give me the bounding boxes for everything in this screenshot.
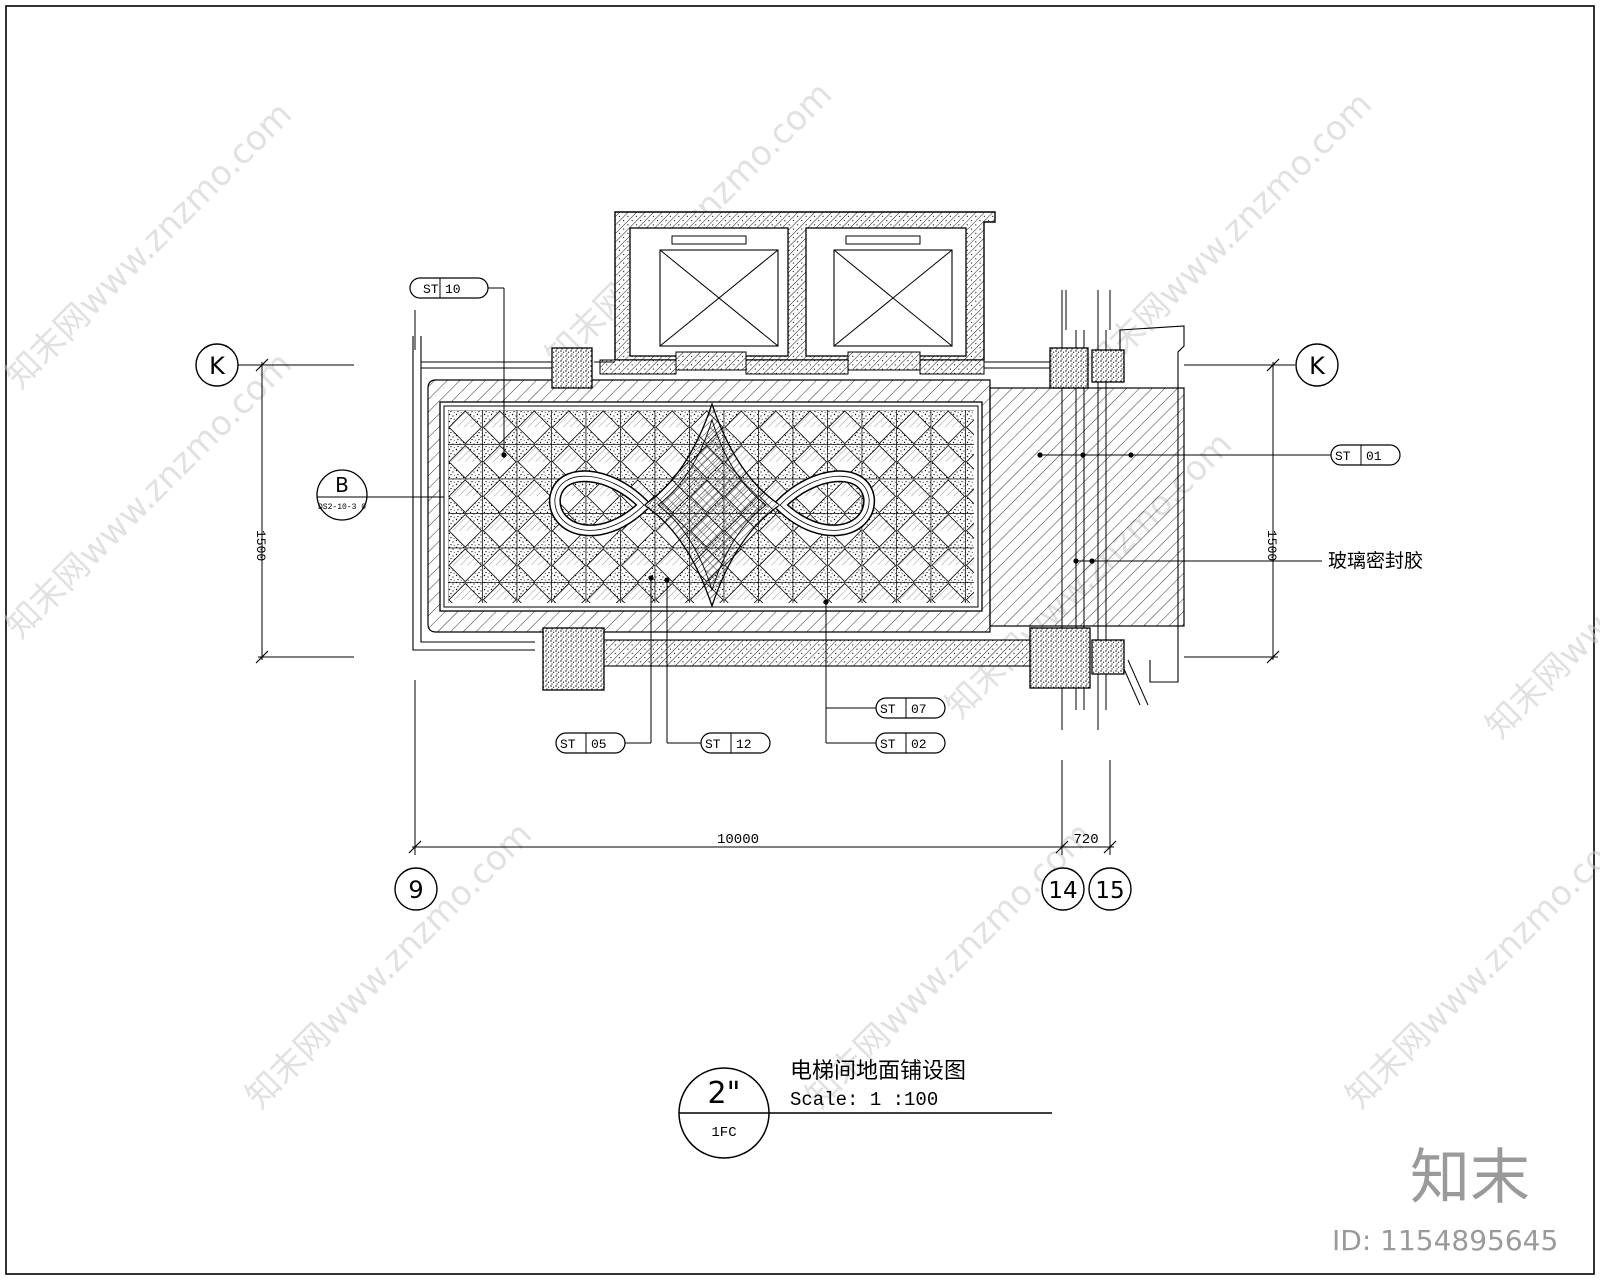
title-block: 2" 1FC 电梯间地面铺设图 Scale: 1 :100 <box>678 1059 1052 1159</box>
callout-letter: B <box>335 473 349 497</box>
elevator-shafts <box>599 211 996 375</box>
dimension-width-main: 10000 <box>717 832 759 848</box>
dimension-height-left: 1500 <box>253 530 268 561</box>
tag-number: 01 <box>1366 449 1382 464</box>
tag-st05: ST 05 <box>555 575 654 754</box>
side-strip <box>989 290 1185 730</box>
watermark-text: 知末网www.znzmo.com <box>238 814 540 1116</box>
axis-bubble-k-left: K <box>195 343 239 387</box>
tag-st07: ST 07 <box>826 697 946 719</box>
watermark-text: 知末网www.znzmo.com <box>0 344 300 646</box>
tag-st12: ST 12 <box>664 577 771 754</box>
callout-reference: DS2-10-3 0 <box>318 503 366 512</box>
axis-k-lines <box>238 358 1295 664</box>
note-glass-sealant: 玻璃密封胶 <box>1073 550 1423 572</box>
axis-bubble-15: 15 <box>1088 867 1132 911</box>
tag-number: 05 <box>591 737 607 752</box>
tag-code: ST <box>1335 449 1351 464</box>
detail-callout-b: B DS2-10-3 0 <box>316 469 444 521</box>
sheet-reference: 1FC <box>711 1125 736 1141</box>
tag-number: 02 <box>911 737 927 752</box>
sheet-number: 2" <box>708 1076 741 1111</box>
axis-label: K <box>1309 352 1326 380</box>
tag-code: ST <box>880 702 896 717</box>
axis-bubble-14: 14 <box>1041 867 1085 911</box>
watermark-text: 知末网www.znzmo.com <box>1338 814 1600 1116</box>
axis-label: 9 <box>408 876 423 904</box>
axis-label: 14 <box>1048 878 1077 904</box>
watermark-text: 知末网www.znzmo.com <box>0 94 300 396</box>
brand-logo: 知末 <box>1410 1143 1530 1213</box>
tag-code: ST <box>560 737 576 752</box>
tag-st01: ST 01 <box>1037 444 1401 466</box>
tag-code: ST <box>705 737 721 752</box>
drawing-scale: Scale: 1 :100 <box>790 1089 938 1111</box>
axis-label: K <box>209 352 226 380</box>
tag-st10: ST 10 <box>409 277 507 458</box>
axis-vertical-lines <box>408 290 1117 855</box>
tag-number: 07 <box>911 702 927 717</box>
dimension-height-right: 1500 <box>1264 530 1279 561</box>
note-text: 玻璃密封胶 <box>1328 550 1423 572</box>
dimension-width-side: 720 <box>1073 832 1098 848</box>
watermark-text: 知末网www.znzmo.com <box>1478 444 1600 746</box>
tag-number: 12 <box>736 737 752 752</box>
axis-bubble-k-right: K <box>1295 343 1339 387</box>
tag-code: ST <box>423 282 439 297</box>
brand-id: ID: 1154895645 <box>1332 1224 1558 1257</box>
medallion-carpet <box>439 401 983 612</box>
tag-code: ST <box>880 737 896 752</box>
tag-number: 10 <box>445 282 461 297</box>
tag-st02: ST 02 <box>823 599 946 754</box>
watermark-text: 知末网www.znzmo.com <box>1078 84 1380 386</box>
branding: 知末 ID: 1154895645 <box>1332 1143 1558 1257</box>
axis-bubble-9: 9 <box>394 867 438 911</box>
axis-label: 15 <box>1095 878 1124 904</box>
columns <box>542 347 1125 691</box>
drawing-title: 电梯间地面铺设图 <box>790 1059 966 1084</box>
sheet-frame <box>5 5 1595 1275</box>
